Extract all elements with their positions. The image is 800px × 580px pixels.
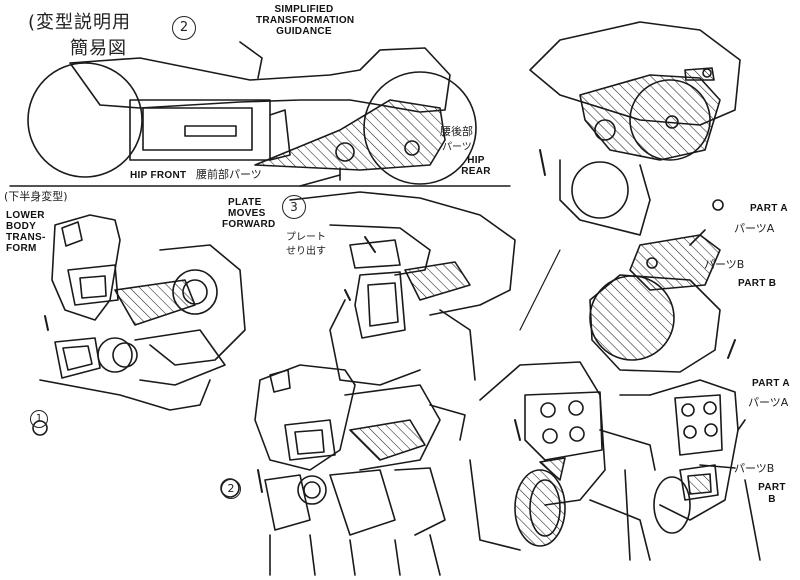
part-a-label-lower: PART A [752, 378, 790, 389]
part-b-label-upper: PART B [738, 278, 777, 289]
part-b-label-lower-1: PART [758, 482, 786, 493]
plate-label-3: FORWARD [222, 219, 276, 230]
lower-body-jp: (下半身変型) [4, 190, 68, 203]
title-en-line3: GUIDANCE [276, 26, 332, 37]
part-b-jp-upper: パーツB [704, 258, 745, 271]
hip-wheel-diagram [469, 361, 651, 561]
plate-jp-1: プレート [286, 232, 326, 243]
hip-front-label: HIP FRONT [130, 170, 187, 181]
plate-diagram [289, 191, 516, 386]
lower-body-label-2: BODY [6, 221, 37, 232]
hip-front-jp: 腰前部パーツ [196, 168, 262, 181]
hip-rear-diagram [519, 21, 741, 373]
step2-assembly [220, 364, 466, 576]
plate-jp-2: せり出す [286, 246, 326, 257]
plate-label-2: MOVES [228, 208, 266, 219]
lower-body-diagram [32, 214, 246, 436]
title-en-line2: TRANSFORMATION [256, 15, 355, 26]
step-2-marker: 2 [221, 479, 241, 499]
part-a-jp-lower: パーツA [748, 396, 789, 409]
part-a-jp-upper: パーツA [734, 222, 775, 235]
title-jp-line1: (変型説明用 [28, 12, 132, 33]
title-jp-line2: 簡易図 [70, 38, 127, 59]
part-b-jp-lower: パーツB [734, 462, 775, 475]
hip-rear-jp-2: パーツ [442, 142, 472, 153]
hip-rear-label-2: REAR [461, 166, 491, 177]
part-b-label-lower-2: B [768, 494, 776, 505]
step-1-marker: 1 [30, 410, 48, 428]
plate-label-1: PLATE [228, 197, 262, 208]
lower-body-label-3: TRANS- [6, 232, 46, 243]
parts-lower-diagram [599, 379, 761, 561]
title-en-line1: SIMPLIFIED [274, 4, 334, 15]
lower-body-label-4: FORM [6, 243, 37, 254]
bike-diagram [9, 41, 511, 187]
lower-body-label-1: LOWER [6, 210, 45, 221]
sheet-number: 2 [172, 16, 196, 40]
step-3-marker: 3 [282, 195, 306, 219]
hip-rear-jp-1: 腰後部 [440, 125, 473, 138]
part-a-label-upper: PART A [750, 203, 788, 214]
hip-rear-label-1: HIP [467, 155, 485, 166]
